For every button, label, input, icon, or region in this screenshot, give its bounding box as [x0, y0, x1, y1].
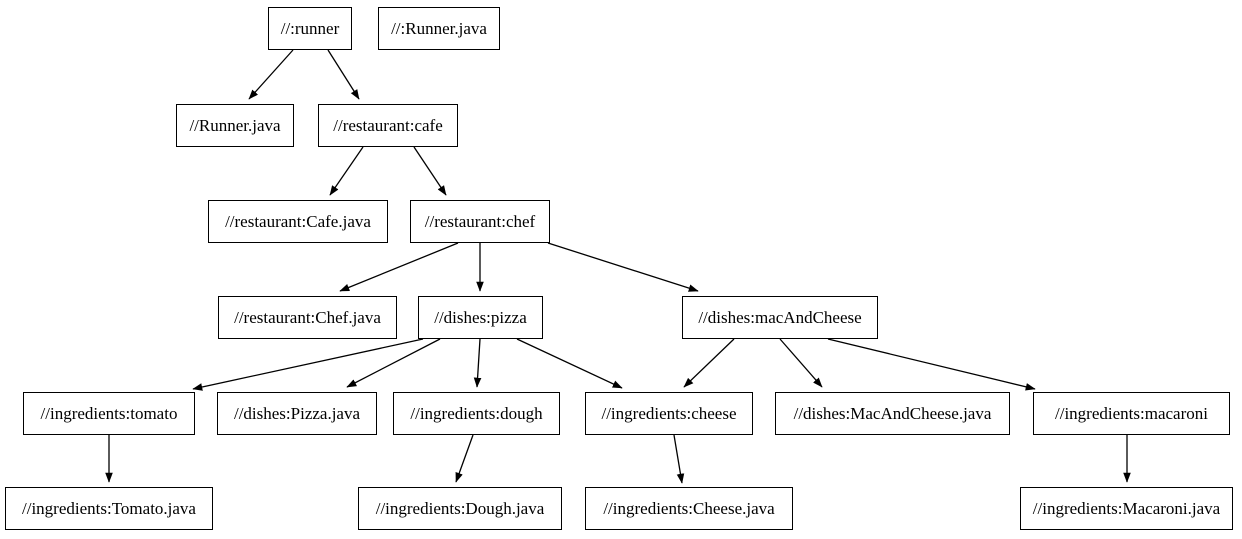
graph-node-cheese-java: //ingredients:Cheese.java	[585, 487, 793, 530]
graph-edge-cafe-to-cafe-java	[329, 146, 364, 196]
graph-node-label: //dishes:MacAndCheese.java	[793, 404, 992, 423]
graph-node-label: //ingredients:Tomato.java	[22, 499, 196, 518]
graph-node-pizza: //dishes:pizza	[418, 296, 543, 339]
graph-node-runner: //:runner	[268, 7, 352, 50]
graph-node-label: //:runner	[280, 19, 340, 38]
graph-node-label: //dishes:Pizza.java	[233, 404, 361, 423]
graph-node-label: //restaurant:cafe	[333, 116, 443, 135]
graph-node-cafe: //restaurant:cafe	[318, 104, 458, 147]
graph-node-chef-java: //restaurant:Chef.java	[218, 296, 397, 339]
graph-edge-chef-to-mac-and-cheese	[547, 242, 699, 292]
graph-node-macaroni: //ingredients:macaroni	[1033, 392, 1230, 435]
graph-node-label: //ingredients:dough	[410, 404, 543, 423]
graph-edge-cheese-to-cheese-java	[673, 434, 685, 484]
graph-edge-pizza-to-tomato	[192, 338, 424, 391]
graph-edge-mac-and-cheese-to-mac-and-cheese-java	[779, 338, 823, 388]
graph-node-label: //ingredients:tomato	[40, 404, 178, 423]
graph-node-mac-and-cheese-java: //dishes:MacAndCheese.java	[775, 392, 1010, 435]
graph-node-label: //ingredients:Dough.java	[375, 499, 545, 518]
graph-node-mac-and-cheese: //dishes:macAndCheese	[682, 296, 878, 339]
graph-node-label: //ingredients:Macaroni.java	[1032, 499, 1221, 518]
graph-node-label: //restaurant:Chef.java	[234, 308, 381, 327]
graph-node-label: //dishes:macAndCheese	[698, 308, 862, 327]
graph-node-runner-java-file: //:Runner.java	[378, 7, 500, 50]
graph-node-tomato: //ingredients:tomato	[23, 392, 195, 435]
graph-edge-pizza-to-cheese	[516, 338, 623, 389]
graph-edge-pizza-to-pizza-java	[346, 338, 441, 388]
graph-node-label: //ingredients:Cheese.java	[603, 499, 775, 518]
graph-node-dough: //ingredients:dough	[393, 392, 560, 435]
graph-edge-mac-and-cheese-to-macaroni	[827, 338, 1036, 391]
graph-node-cheese: //ingredients:cheese	[585, 392, 753, 435]
graph-node-label: //ingredients:macaroni	[1055, 404, 1208, 423]
graph-node-label: //restaurant:chef	[424, 212, 536, 231]
graph-node-cafe-java: //restaurant:Cafe.java	[208, 200, 388, 243]
graph-node-pizza-java: //dishes:Pizza.java	[217, 392, 377, 435]
graph-edge-dough-to-dough-java	[455, 434, 474, 483]
graph-node-tomato-java: //ingredients:Tomato.java	[5, 487, 213, 530]
graph-node-dough-java: //ingredients:Dough.java	[358, 487, 562, 530]
graph-node-label: //restaurant:Cafe.java	[225, 212, 371, 231]
graph-node-label: //Runner.java	[189, 116, 281, 135]
graph-node-macaroni-java: //ingredients:Macaroni.java	[1020, 487, 1233, 530]
graph-node-label: //ingredients:cheese	[601, 404, 737, 423]
graph-edge-pizza-to-dough	[473, 338, 482, 388]
graph-node-runner-java: //Runner.java	[176, 104, 294, 147]
graph-edge-runner-to-cafe	[327, 49, 360, 100]
graph-edge-chef-to-chef-java	[339, 242, 459, 292]
graph-node-chef: //restaurant:chef	[410, 200, 550, 243]
graph-node-label: //:Runner.java	[391, 19, 487, 38]
graph-node-label: //dishes:pizza	[434, 308, 527, 327]
graph-edge-cafe-to-chef	[413, 146, 447, 196]
graph-edge-runner-to-runner-java	[248, 49, 294, 100]
graph-edge-mac-and-cheese-to-cheese	[683, 338, 735, 388]
